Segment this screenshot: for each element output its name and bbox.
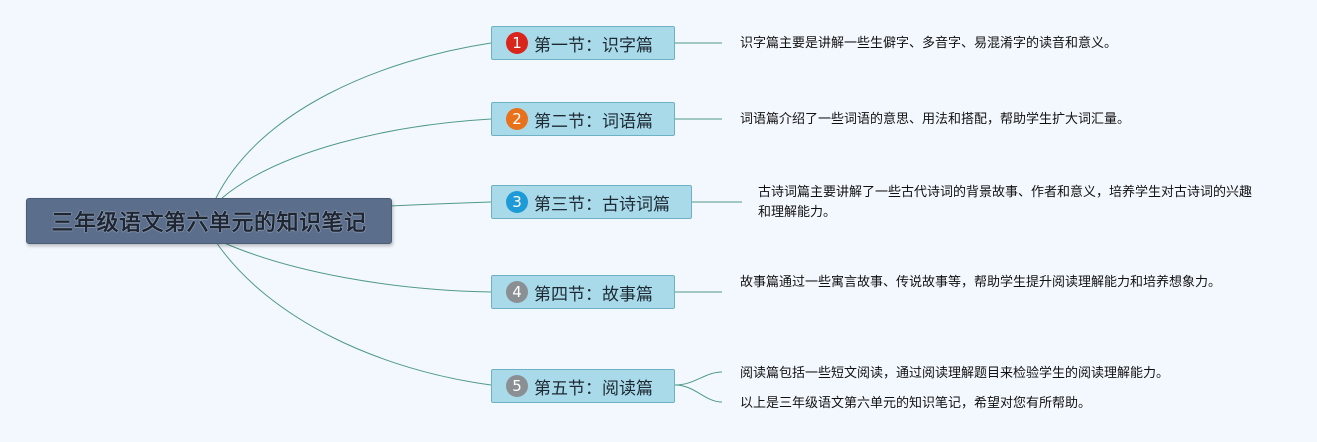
connector-root-2 bbox=[221, 118, 492, 199]
branch-label-4: 第四节：故事篇 bbox=[534, 284, 653, 305]
connector-root-4 bbox=[221, 241, 492, 293]
note-3: 古诗词篇主要讲解了一些古代诗词的背景故事、作者和意义，培养学生对古诗词的兴趣和理… bbox=[758, 185, 1253, 220]
root-node[interactable]: 三年级语文第六单元的知识笔记 bbox=[26, 198, 392, 244]
connector-note-5a bbox=[674, 371, 723, 386]
branch-label-2: 第二节：词语篇 bbox=[534, 111, 653, 132]
branch-node-5[interactable]: 5 第五节：阅读篇 bbox=[491, 369, 675, 403]
priority-1-icon: 1 bbox=[506, 32, 528, 54]
branch-node-3[interactable]: 3 第三节：古诗词篇 bbox=[491, 185, 692, 219]
connector-root-5 bbox=[215, 241, 492, 386]
branch-label-1: 第一节：识字篇 bbox=[534, 35, 653, 56]
note-1: 识字篇主要是讲解一些生僻字、多音字、易混淆字的读音和意义。 bbox=[740, 36, 1118, 51]
note-5a: 阅读篇包括一些短文阅读，通过阅读理解题目来检验学生的阅读理解能力。 bbox=[740, 366, 1170, 381]
priority-5-icon: 5 bbox=[506, 375, 528, 397]
connector-note-5b bbox=[674, 384, 723, 403]
branch-node-4[interactable]: 4 第四节：故事篇 bbox=[491, 275, 675, 309]
note-2: 词语篇介绍了一些词语的意思、用法和搭配，帮助学生扩大词汇量。 bbox=[740, 112, 1131, 127]
branch-label-3: 第三节：古诗词篇 bbox=[534, 194, 670, 215]
connector-root-3 bbox=[389, 201, 492, 207]
note-5b: 以上是三年级语文第六单元的知识笔记，希望对您有所帮助。 bbox=[740, 396, 1092, 411]
connector-root-1 bbox=[215, 42, 492, 199]
root-title: 三年级语文第六单元的知识笔记 bbox=[51, 211, 367, 236]
branch-node-1[interactable]: 1 第一节：识字篇 bbox=[491, 26, 675, 60]
branch-node-2[interactable]: 2 第二节：词语篇 bbox=[491, 102, 675, 136]
priority-3-icon: 3 bbox=[506, 191, 528, 213]
priority-4-icon: 4 bbox=[506, 281, 528, 303]
branch-label-5: 第五节：阅读篇 bbox=[534, 378, 653, 399]
priority-2-icon: 2 bbox=[506, 108, 528, 130]
note-4: 故事篇通过一些寓言故事、传说故事等，帮助学生提升阅读理解能力和培养想象力。 bbox=[740, 275, 1222, 290]
